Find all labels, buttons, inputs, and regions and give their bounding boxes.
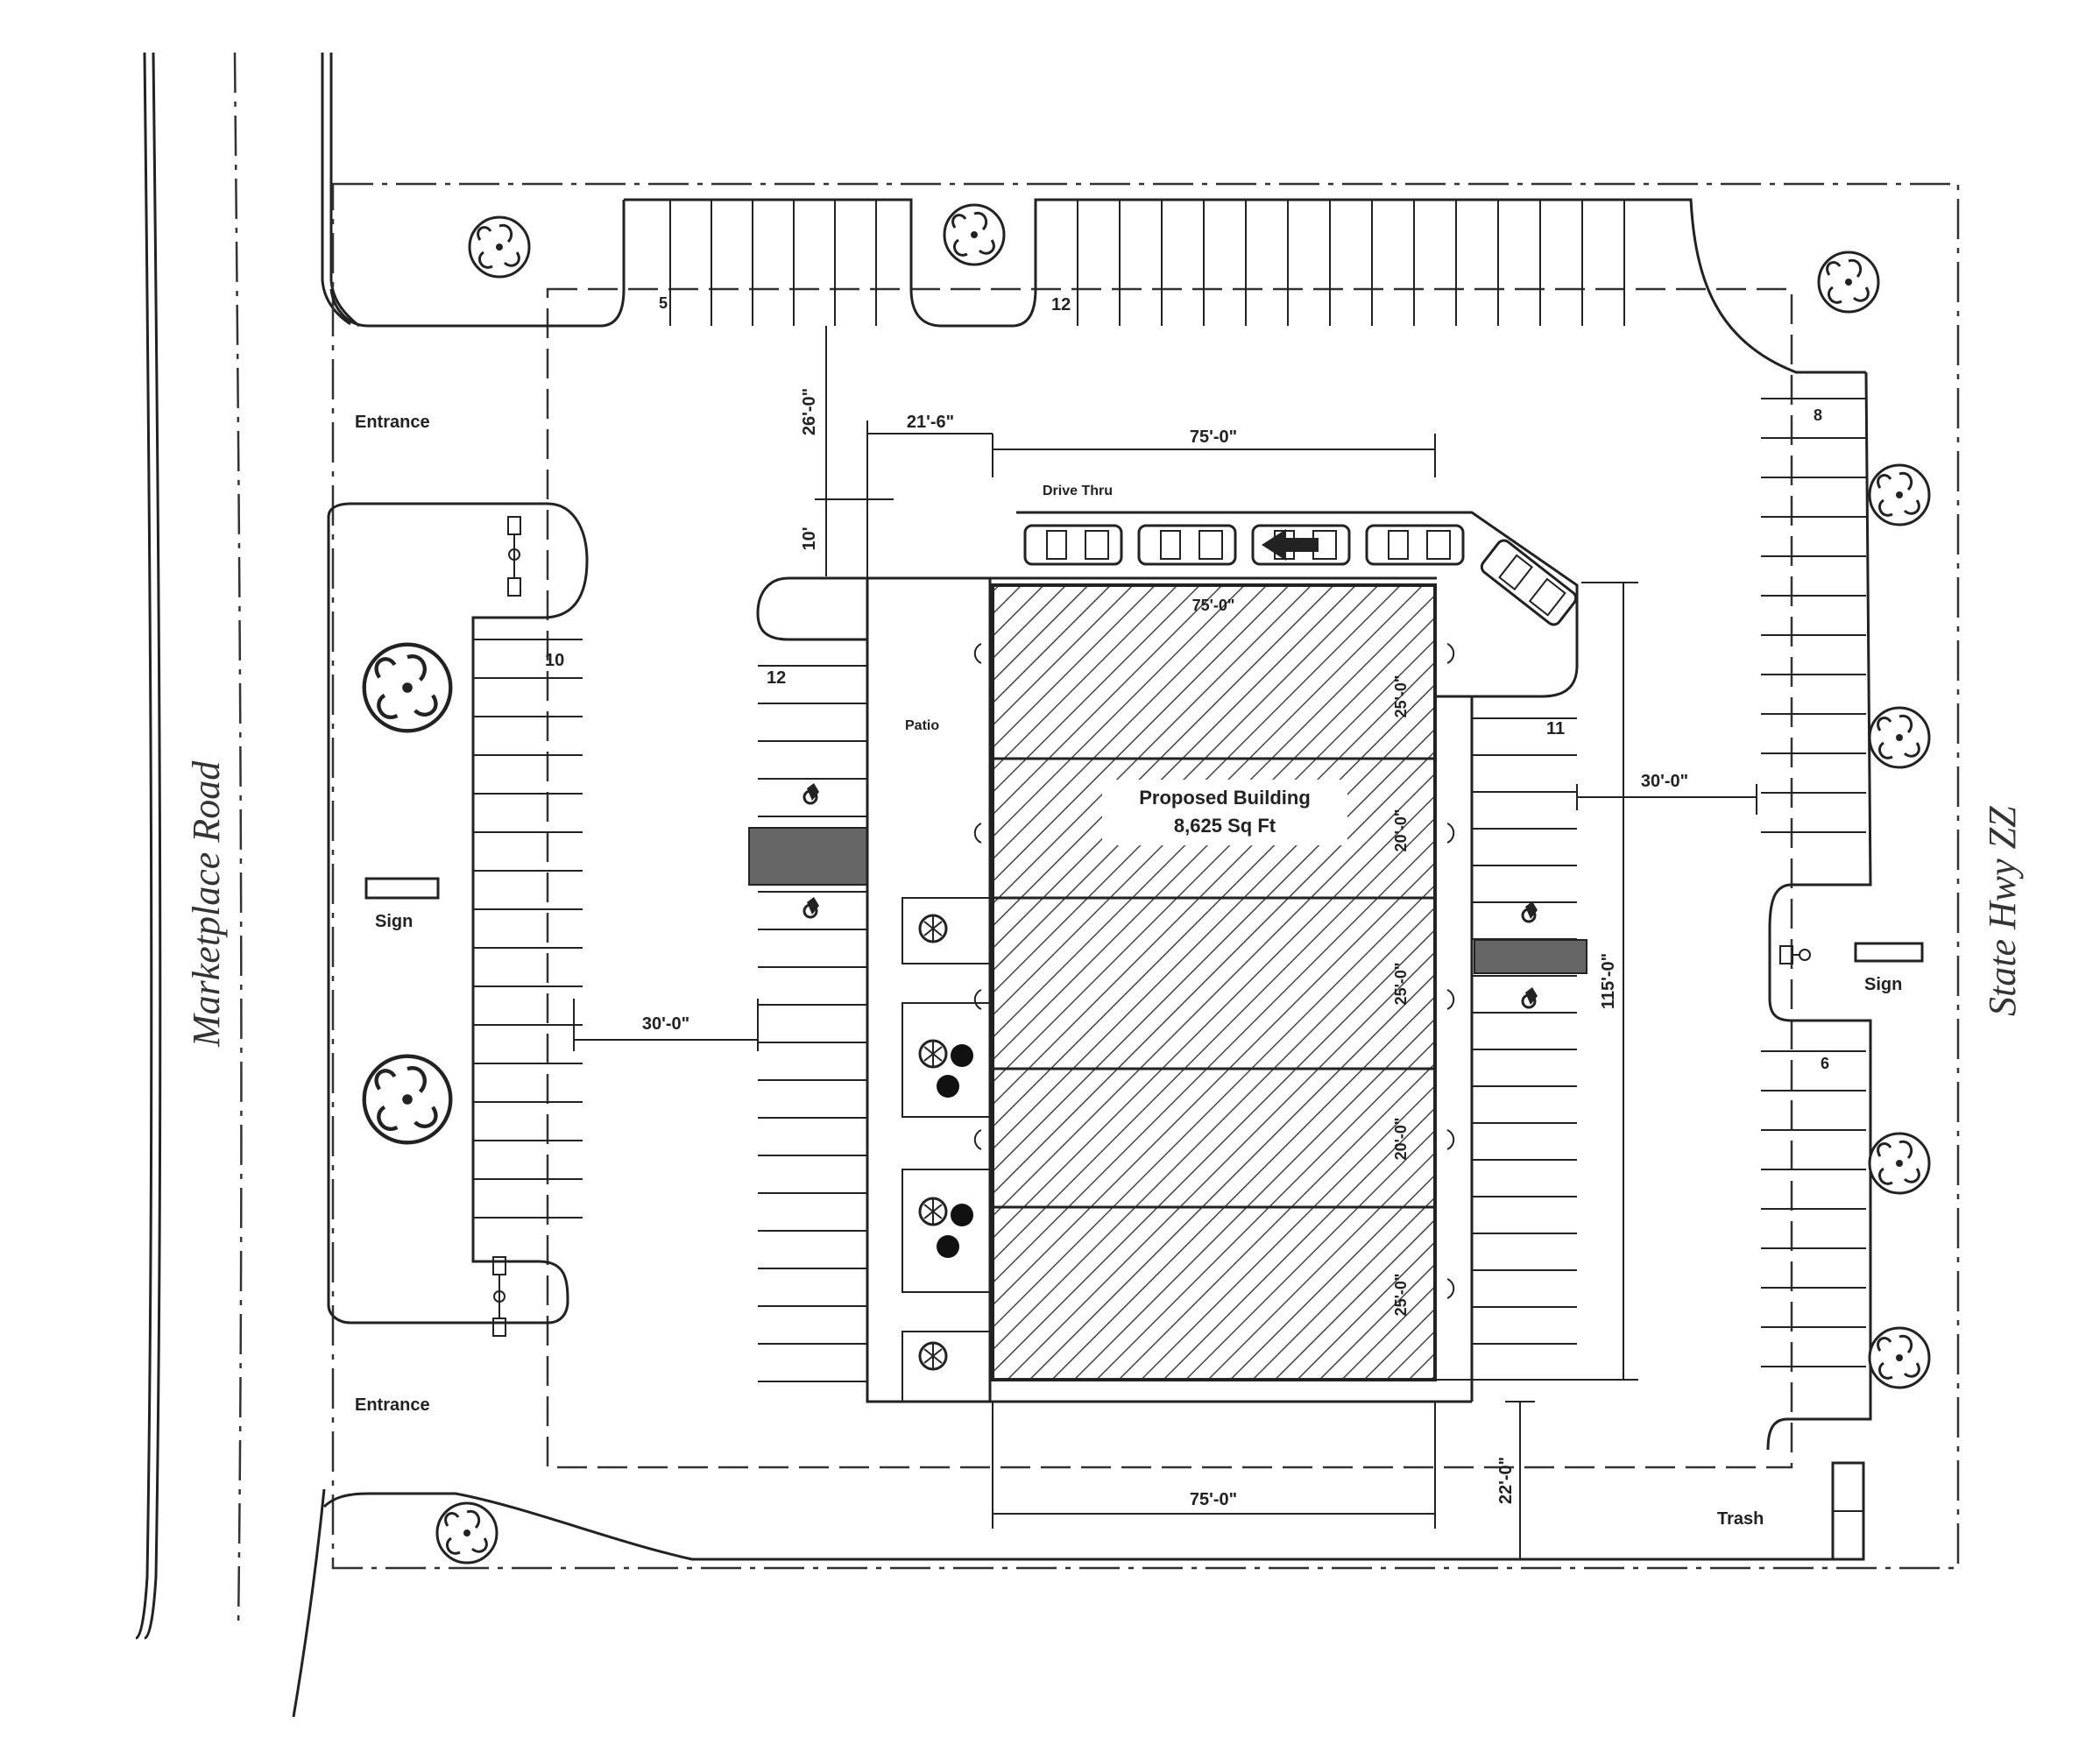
building-area: 8,625 Sq Ft <box>1174 815 1276 837</box>
building-doors <box>973 643 1455 1299</box>
tree-icon <box>435 1501 498 1565</box>
arrow-left-icon <box>1262 529 1319 561</box>
labels: Marketplace Road State Hwy ZZ Entrance E… <box>185 294 2024 1529</box>
marketplace-road <box>135 52 360 1718</box>
stall-count: 12 <box>767 668 786 688</box>
door-icon <box>1446 1278 1455 1299</box>
dim-top-width: 75'-0" <box>1190 427 1237 447</box>
door-icon <box>973 989 982 1010</box>
tree-icon <box>1868 1132 1931 1195</box>
tree-icon <box>943 203 1006 266</box>
car-icon <box>1137 524 1237 566</box>
drive-thru-lane <box>990 511 1580 698</box>
road-name-west: Marketplace Road <box>185 760 228 1048</box>
tree-icon <box>1868 1326 1931 1389</box>
door-icon <box>1446 1129 1455 1150</box>
dim-bay: 25'-0" <box>1392 1274 1410 1317</box>
door-icon <box>973 1129 982 1150</box>
entrance-label-south: Entrance <box>355 1395 430 1415</box>
dim-bottom-width: 75'-0" <box>1190 1490 1237 1509</box>
dim-lane-width: 10' <box>800 526 819 550</box>
property-line <box>331 182 1960 1570</box>
dim-bay: 25'-0" <box>1392 675 1410 718</box>
sign-label-west: Sign <box>375 912 413 931</box>
center-east-parking <box>867 696 1587 1403</box>
stall-count: 10 <box>545 651 564 670</box>
road-name-east: State Hwy ZZ <box>1981 806 2024 1016</box>
accessible-stall-east <box>1474 939 1587 974</box>
building-title: Proposed Building <box>1139 787 1311 809</box>
dim-bay: 25'-0" <box>1392 963 1410 1006</box>
stall-count: 12 <box>1051 295 1071 314</box>
dim-bay: 20'-0" <box>1392 1118 1410 1161</box>
sign-west <box>364 877 440 900</box>
tree-icon <box>1868 706 1931 769</box>
stall-count: 8 <box>1814 406 1822 424</box>
dim-bay: 20'-0" <box>1392 809 1410 852</box>
dim-west-aisle: 30'-0" <box>642 1014 689 1034</box>
dim-building-top: 75'-0" <box>1192 597 1235 614</box>
tree-icon <box>364 645 451 731</box>
proposed-building: Proposed Building 8,625 Sq Ft <box>991 583 1437 1381</box>
light-poles <box>492 516 1811 1337</box>
door-icon <box>1446 823 1455 844</box>
trash-label: Trash <box>1717 1509 1764 1529</box>
drive-thru-label: Drive Thru <box>1043 484 1113 498</box>
tree-icon <box>1817 251 1880 314</box>
door-icon <box>1446 989 1455 1010</box>
patio-label: Patio <box>905 718 939 733</box>
dim-east-aisle: 30'-0" <box>1641 772 1688 791</box>
west-island <box>327 502 589 1325</box>
tree-icon <box>468 215 531 279</box>
sign-label-east: Sign <box>1864 975 1902 994</box>
center-west-parking <box>748 576 869 1402</box>
dim-patio-width: 21'-6" <box>907 413 954 432</box>
door-icon <box>973 823 982 844</box>
sign-east <box>1854 942 1924 963</box>
east-parking <box>1761 371 1872 1451</box>
car-icon <box>1023 524 1123 566</box>
patio-tables <box>918 914 973 1371</box>
entrance-label-north: Entrance <box>355 413 430 432</box>
dim-south-setback: 22'-0" <box>1496 1457 1516 1504</box>
stall-count: 11 <box>1546 719 1565 738</box>
tree-icon <box>1868 463 1931 526</box>
dim-building-depth: 115'-0" <box>1599 953 1618 1009</box>
setback-line <box>546 287 1793 1469</box>
car-icon <box>1365 524 1465 566</box>
north-parking-row <box>329 198 1866 374</box>
dimension-lines <box>573 326 1757 1559</box>
accessible-stall-west <box>748 827 868 886</box>
stall-count: 6 <box>1821 1055 1829 1072</box>
trash-enclosure <box>1831 1461 1865 1561</box>
dim-north-setback: 26'-0" <box>800 388 819 435</box>
door-icon <box>1446 643 1455 664</box>
patio <box>866 576 992 1403</box>
tree-icon <box>364 1056 451 1143</box>
door-icon <box>973 643 982 664</box>
south-curb <box>322 1492 1835 1561</box>
stall-count: 5 <box>659 294 668 312</box>
